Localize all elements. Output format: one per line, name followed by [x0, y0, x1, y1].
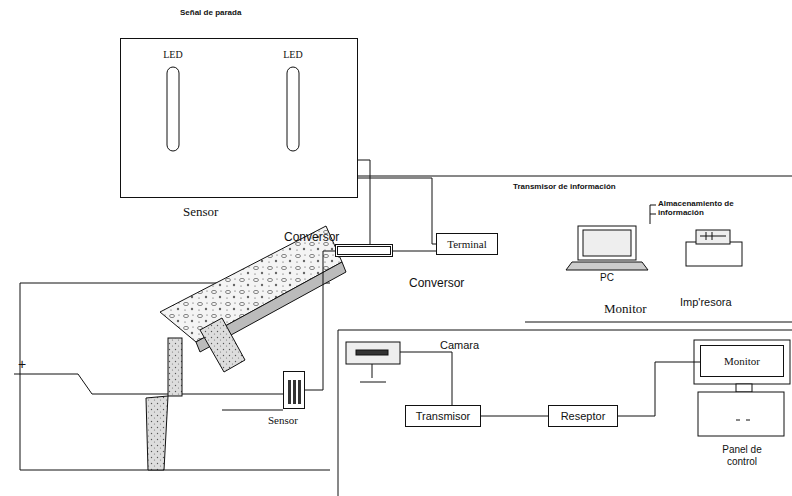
- mine-illustration: [14, 176, 792, 496]
- sensor-stripes: [284, 372, 304, 408]
- part-label: PC: [600, 272, 614, 284]
- transmission-line: [358, 176, 792, 177]
- node-text: Sensor: [183, 205, 218, 220]
- led-capsule: [151, 47, 195, 159]
- converter-box: Conversor: [335, 244, 393, 257]
- monitor-stand: [736, 384, 752, 392]
- node-text: Monitor: [724, 355, 760, 368]
- pc-keyboard: [566, 262, 648, 270]
- divider-line: [525, 322, 792, 323]
- led-lamp: LED: [151, 47, 195, 159]
- node-text: Sensor: [268, 414, 298, 427]
- support-column: [146, 396, 168, 470]
- node-text: Reseptor: [561, 410, 606, 423]
- connector-line: [305, 251, 335, 390]
- part-label: Panel de control: [706, 444, 778, 467]
- node-text: Terminal: [447, 238, 487, 251]
- pc-screen: [578, 226, 636, 260]
- section-label: Transmisor de información: [513, 182, 616, 191]
- pit-wall: [20, 283, 21, 470]
- led-capsule: [271, 47, 315, 159]
- video-panel-frame: [338, 330, 792, 496]
- connector-line: [481, 416, 548, 417]
- printer-detail: [700, 232, 726, 240]
- led-lamp: LED: [271, 47, 315, 159]
- support-block: [200, 318, 245, 372]
- camera-lens: [356, 350, 388, 355]
- part-label: Almacenamiento de información: [658, 199, 734, 217]
- control-panel-marks: [736, 420, 750, 421]
- connector-line: [358, 178, 436, 244]
- led-body: [287, 67, 299, 151]
- part-label: Conversor: [409, 277, 464, 291]
- part-label: Monitor: [604, 302, 647, 317]
- receiver-box: Reseptor: [548, 405, 618, 427]
- led-body: [167, 67, 179, 151]
- diagram-title: Señal de parada: [180, 8, 241, 17]
- part-label: Camara: [440, 339, 479, 352]
- sensor-wire: [222, 410, 283, 411]
- pit-floor: [20, 470, 330, 471]
- camera-body: [346, 342, 400, 364]
- camera-cable: [400, 352, 452, 405]
- node-text: LED: [151, 49, 195, 61]
- polarity-sign: +: [18, 356, 26, 372]
- terminal-box: Terminal: [436, 233, 498, 255]
- printer-paper: [696, 230, 730, 244]
- storage-bracket: [650, 205, 656, 224]
- connector-line: [393, 251, 436, 252]
- monitor-frame: [694, 340, 790, 384]
- node-text: Conversor: [284, 231, 339, 245]
- support-pillar: [168, 338, 182, 396]
- control-panel-box: [698, 392, 784, 436]
- connector-line: [618, 362, 700, 416]
- signal-panel: SensorLEDLED: [120, 38, 358, 198]
- monitor-screen: Monitor: [700, 345, 784, 377]
- sensor-box: Sensor: [283, 371, 305, 409]
- node-text: Transmisor: [416, 410, 471, 423]
- connector-line: [358, 160, 370, 244]
- node-text: LED: [271, 49, 315, 61]
- transmitter-box: Transmisor: [405, 405, 481, 427]
- ground-line: [14, 374, 300, 394]
- part-label: Imp'resora: [680, 296, 732, 309]
- printer-body: [686, 242, 742, 266]
- pc-display: [583, 230, 631, 256]
- camera-stand: [360, 364, 386, 382]
